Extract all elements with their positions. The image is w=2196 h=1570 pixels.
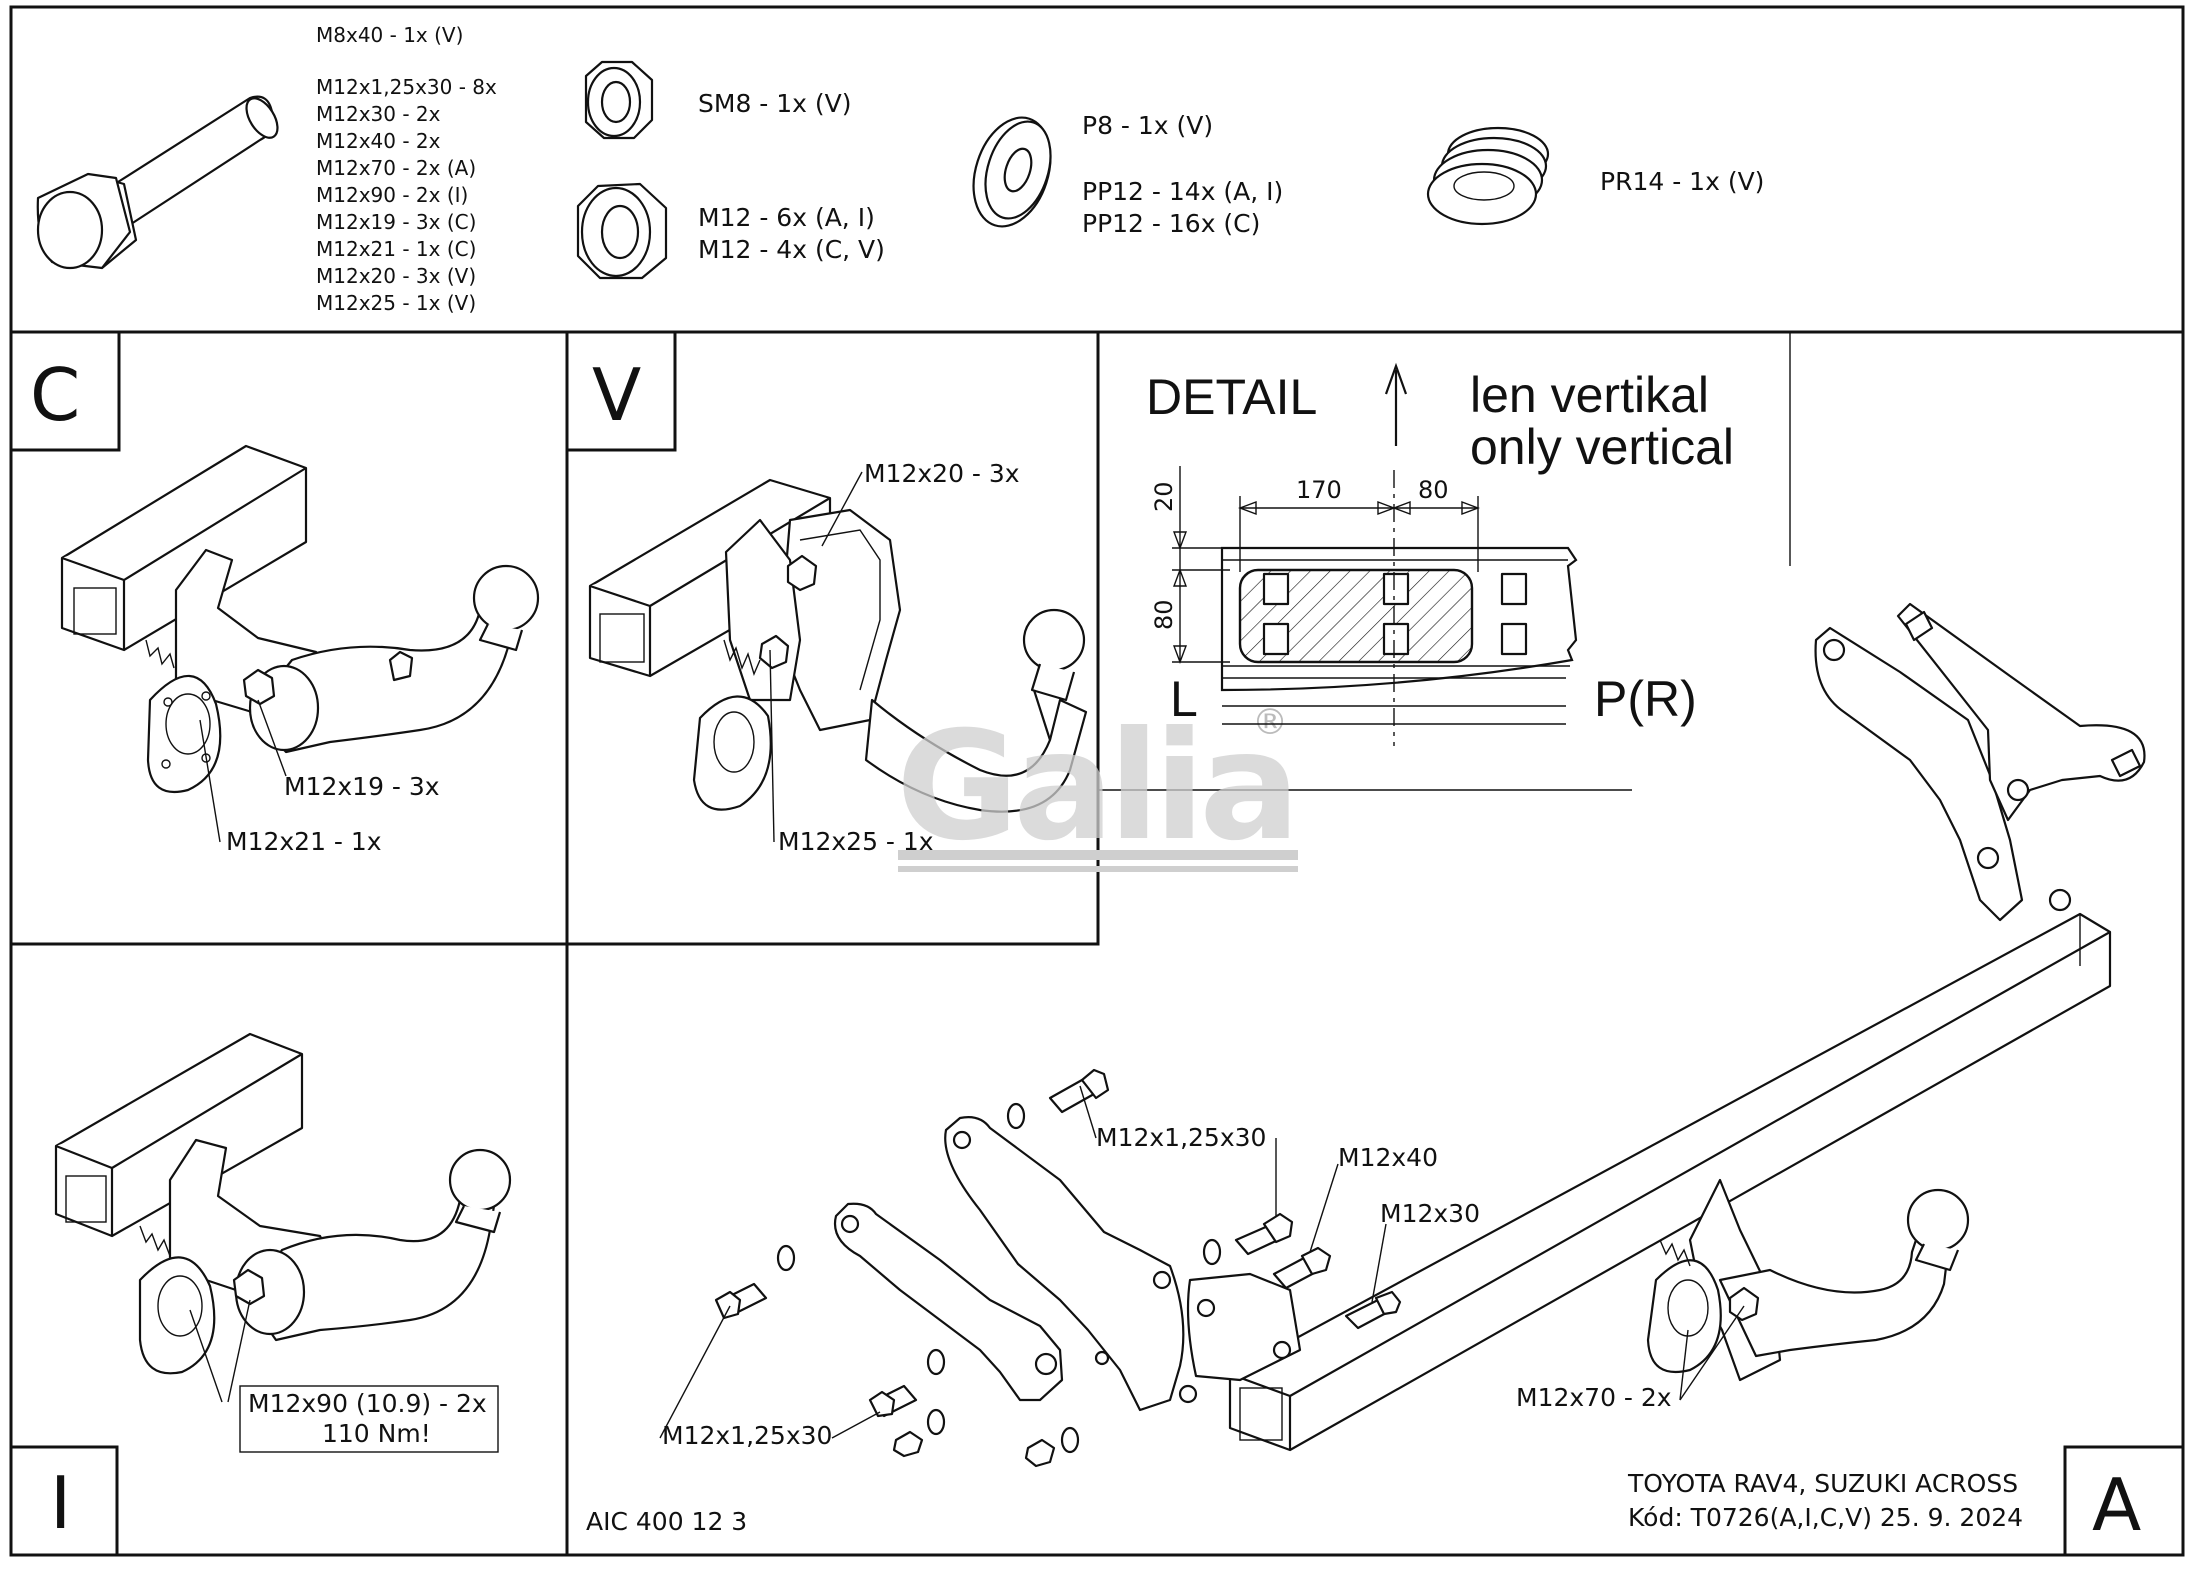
tow-ball [1646, 1178, 1970, 1382]
watermark-logo: Galia [896, 700, 1294, 874]
callout-label: M12x20 - 3x [864, 459, 1020, 488]
bolt-size: M12x90 - 2x (I) [316, 183, 468, 207]
callout-label: M12x30 [1380, 1199, 1480, 1228]
detail-note: only vertical [1470, 419, 1734, 475]
bolt-size: M12x40 - 2x [316, 129, 441, 153]
bolt-size: M12x1,25x30 - 8x [316, 75, 497, 99]
washer-large-label: PP12 - 16x (C) [1082, 209, 1260, 238]
side-arm-right [1814, 602, 2146, 922]
product-code: Kód: T0726(A,I,C,V) 25. 9. 2024 [1628, 1503, 2023, 1532]
panel-v: V M12x20 - 3x M1 [588, 353, 1088, 856]
callout-label: 110 Nm! [322, 1419, 431, 1448]
nut-large-label: M12 - 6x (A, I) [698, 203, 875, 232]
socket-flange [138, 1225, 216, 1375]
dim-label: 170 [1296, 476, 1342, 504]
bolt-size: M12x70 - 2x (A) [316, 156, 476, 180]
bolt-size: M12x30 - 2x [316, 102, 441, 126]
bolt-size: M12x20 - 3x (V) [316, 264, 476, 288]
bolt-nut [242, 650, 414, 706]
nut-large-icon [576, 182, 668, 280]
main-assembly: A [659, 602, 2146, 1547]
washer-icon [972, 116, 1052, 228]
panel-letter: C [30, 353, 80, 437]
callout-label: M12x40 [1338, 1143, 1438, 1172]
panel-i: I M12x90 (10.9) - 2x 110 Nm! [50, 1032, 512, 1545]
nut-small-icon [584, 60, 654, 140]
spring-washer-icon [1426, 126, 1550, 226]
bolt-nut [758, 554, 818, 670]
washer-small-label: P8 - 1x (V) [1082, 111, 1213, 140]
bolt-size: M12x19 - 3x (C) [316, 210, 476, 234]
callout-label: M12x19 - 3x [284, 772, 440, 801]
detail-view: DETAIL len vertikal only vertical 170 80… [1146, 362, 1734, 746]
callout-label: M12x90 (10.9) - 2x [248, 1389, 487, 1418]
nut-small-label: SM8 - 1x (V) [698, 89, 852, 118]
nut-large-label: M12 - 4x (C, V) [698, 235, 885, 264]
socket-flange [692, 639, 772, 811]
crossbar-tube [60, 444, 308, 652]
registered-mark: ® [1252, 702, 1288, 743]
panel-c: C M12x19 - 3x [30, 353, 540, 856]
main-crossbar [1228, 912, 2112, 1452]
callout-label: M12x1,25x30 [1096, 1123, 1266, 1152]
article-number: AIC 400 12 3 [586, 1507, 747, 1536]
tow-ball [864, 608, 1088, 813]
arrow-up-icon [1384, 362, 1408, 446]
panel-letter: V [592, 353, 641, 437]
bolt-size: M8x40 - 1x (V) [316, 23, 463, 47]
dim-label: 80 [1150, 599, 1178, 630]
parts-list: M8x40 - 1x (V) M12x1,25x30 - 8x M12x30 -… [36, 23, 1764, 315]
detail-title: DETAIL [1146, 369, 1317, 425]
callout-label: M12x21 - 1x [226, 827, 382, 856]
fastener-set [714, 1068, 1402, 1468]
bolt-size: M12x21 - 1x (C) [316, 237, 476, 261]
side-arm-left [833, 1116, 1302, 1412]
bolt-size: M12x25 - 1x (V) [316, 291, 476, 315]
sheet-frame [9, 5, 2185, 1557]
callout-label: M12x1,25x30 [662, 1421, 832, 1450]
panel-letter: A [2092, 1463, 2141, 1547]
title-block: AIC 400 12 3 TOYOTA RAV4, SUZUKI ACROSS … [586, 1469, 2023, 1536]
tow-ball [234, 1148, 512, 1342]
side-label: L [1170, 671, 1198, 727]
detail-note: len vertikal [1470, 367, 1709, 423]
dim-label: 80 [1418, 476, 1449, 504]
crossbar-tube [54, 1032, 304, 1238]
callout-label: M12x70 - 2x [1516, 1383, 1672, 1412]
spring-washer-label: PR14 - 1x (V) [1600, 167, 1764, 196]
bolt-icon [36, 95, 279, 270]
vehicle-name: TOYOTA RAV4, SUZUKI ACROSS [1627, 1469, 2018, 1498]
panel-letter: I [50, 1461, 71, 1545]
bolt-size-list: M8x40 - 1x (V) M12x1,25x30 - 8x M12x30 -… [316, 23, 497, 315]
washer-large-label: PP12 - 14x (A, I) [1082, 177, 1283, 206]
galia-watermark: Galia ® [896, 700, 1300, 874]
side-label: P(R) [1594, 671, 1697, 727]
socket-flange [145, 639, 222, 794]
dim-label: 20 [1150, 481, 1178, 512]
